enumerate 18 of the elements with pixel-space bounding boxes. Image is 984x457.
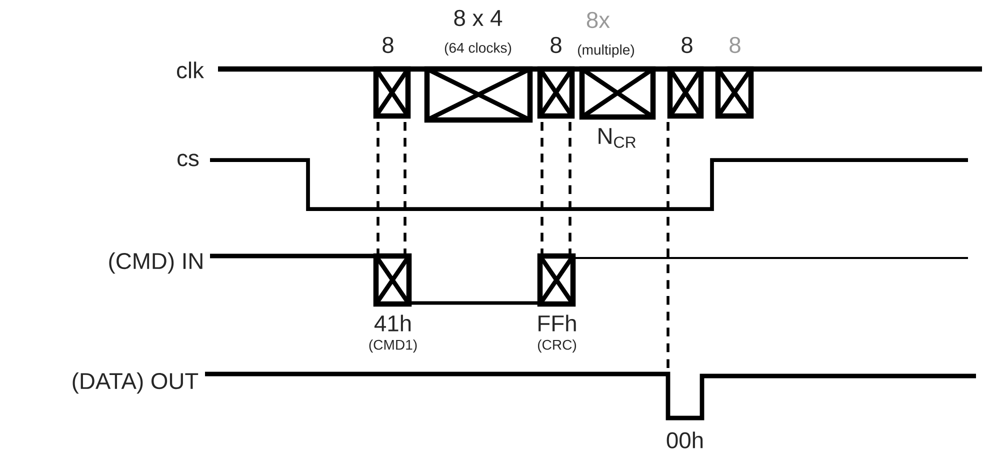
clock-count-label: 8 <box>382 36 394 54</box>
clock-count-label: 8 <box>550 36 562 54</box>
clock-count-label: 8 <box>682 36 692 54</box>
data-value: 41h <box>374 314 411 332</box>
signal-name: clk <box>177 62 204 78</box>
clock-note: (64 clocks) <box>444 42 512 56</box>
signal-name: (CMD) IN <box>109 252 202 274</box>
clock-count-label: 8 <box>730 36 740 54</box>
clock-note: (multiple) <box>578 44 634 58</box>
data-note: (CMD1) <box>369 339 417 353</box>
clock-count-label: 8 x 4 <box>454 10 502 26</box>
data-note: (CRC) <box>538 339 576 353</box>
data-value: FFh <box>538 314 576 332</box>
clock-count-label: 8x <box>586 12 610 28</box>
data-value: 00h <box>666 432 703 448</box>
timing-label: N$_{CR}$ <box>598 128 636 148</box>
signal-name: cs <box>178 154 199 166</box>
signal-name: (DATA) OUT <box>72 372 198 394</box>
